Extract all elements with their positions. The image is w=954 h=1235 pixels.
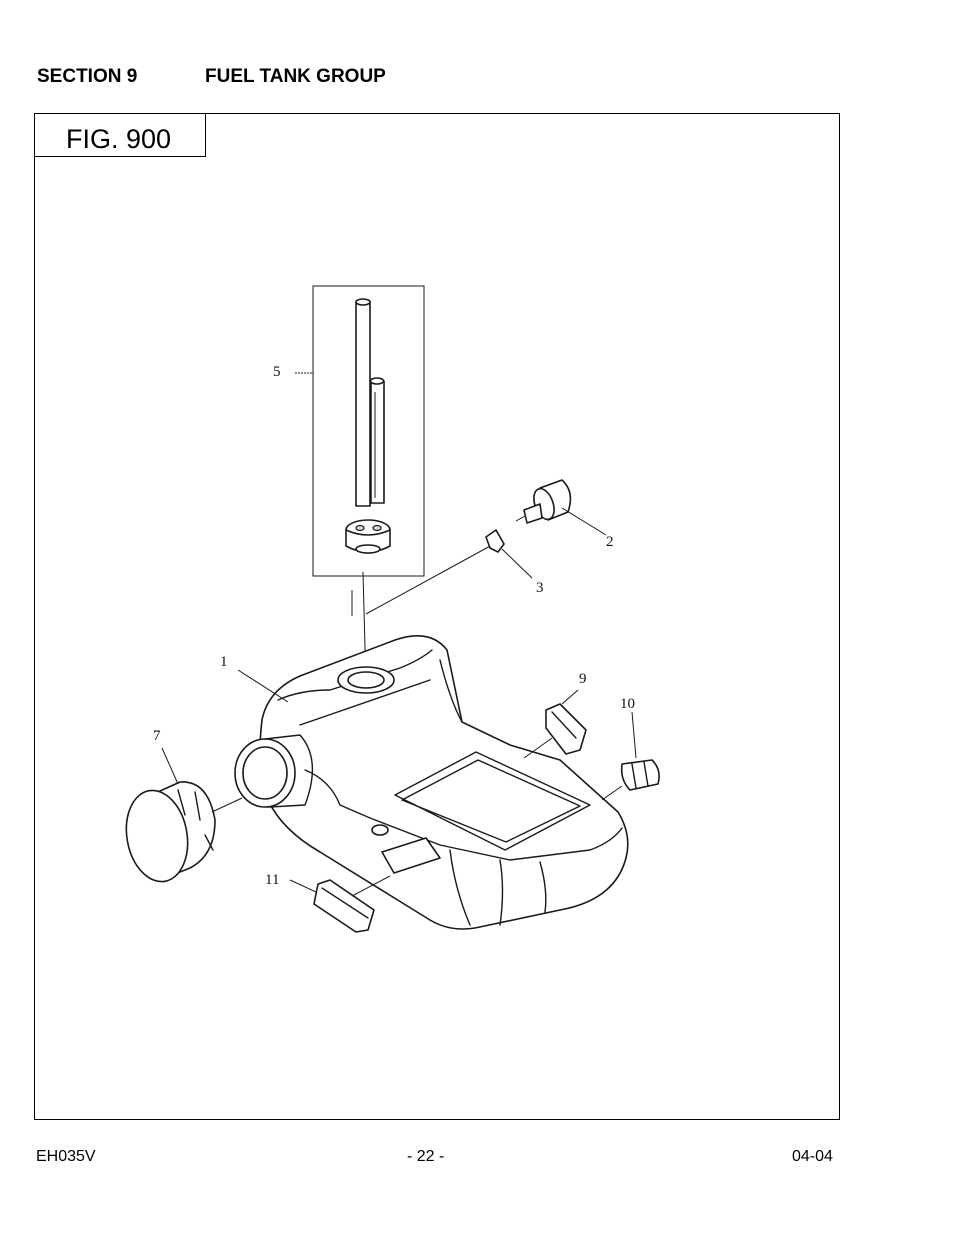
callout-10: 10 [620, 696, 635, 712]
part-9-rubber-mount [523, 689, 587, 759]
figure-frame: FIG. 900 [34, 113, 840, 1120]
part-3-clip [485, 529, 533, 579]
section-header: SECTION 9 FUEL TANK GROUP [37, 66, 386, 88]
callout-1: 1 [220, 654, 228, 670]
section-title: FUEL TANK GROUP [205, 66, 386, 87]
callout-2: 2 [606, 534, 614, 550]
callout-3: 3 [536, 580, 544, 596]
callout-7: 7 [153, 728, 161, 744]
part-10-rubber-bumper [601, 711, 660, 801]
part-1-fuel-tank [234, 634, 629, 930]
part-7-fuel-cap [125, 747, 243, 883]
callout-9: 9 [579, 671, 587, 687]
callout-11: 11 [265, 872, 279, 888]
part-5-strainer-assembly [295, 285, 425, 577]
callout-5: 5 [273, 364, 281, 380]
part-2-fuel-cock [515, 479, 607, 536]
section-number: SECTION 9 [37, 66, 138, 87]
footer-model: EH035V [36, 1148, 96, 1165]
footer-date: 04-04 [792, 1148, 833, 1165]
footer-page-number: - 22 - [407, 1148, 445, 1165]
part-11-rubber-pad [289, 875, 391, 933]
figure-label: FIG. 900 [35, 114, 206, 157]
